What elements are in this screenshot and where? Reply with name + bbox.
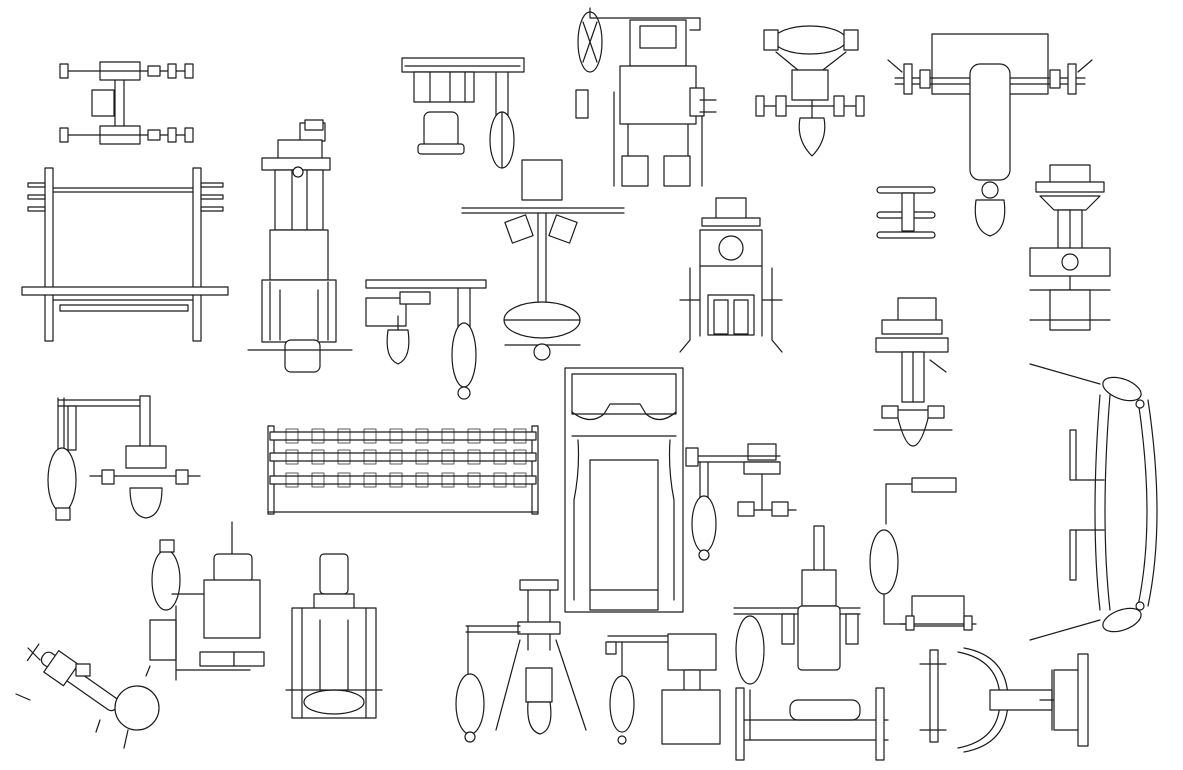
cable-curl-station xyxy=(685,443,797,561)
smith-machine xyxy=(47,395,201,521)
multi-station-bench xyxy=(455,579,587,743)
seated-row-machine xyxy=(887,33,1093,237)
hip-abductor xyxy=(919,647,1053,753)
tricep-pushdown xyxy=(605,633,721,745)
cable-crossover-a xyxy=(461,159,625,361)
shoulder-press xyxy=(733,525,889,761)
curved-multi-gym xyxy=(1029,363,1158,641)
leg-extension xyxy=(285,553,383,719)
chest-press-frame xyxy=(401,57,525,169)
dumbbell-pair xyxy=(365,279,487,400)
glute-machine xyxy=(1039,653,1089,747)
ab-bench xyxy=(679,197,783,353)
preacher-station xyxy=(1029,164,1111,331)
adjustable-bench-a xyxy=(575,7,717,187)
treadmill xyxy=(564,367,684,613)
rowing-machine xyxy=(15,643,160,749)
decline-bench xyxy=(876,186,936,239)
barbell-rack xyxy=(21,167,229,342)
dumbbell-rack-long xyxy=(267,425,539,515)
pec-deck xyxy=(149,521,265,681)
leg-press-top xyxy=(59,61,194,145)
flat-bench-press xyxy=(869,477,977,631)
dumbbell-row-station xyxy=(755,25,865,157)
hack-squat xyxy=(873,297,953,447)
lat-pulldown-tower xyxy=(247,119,353,373)
